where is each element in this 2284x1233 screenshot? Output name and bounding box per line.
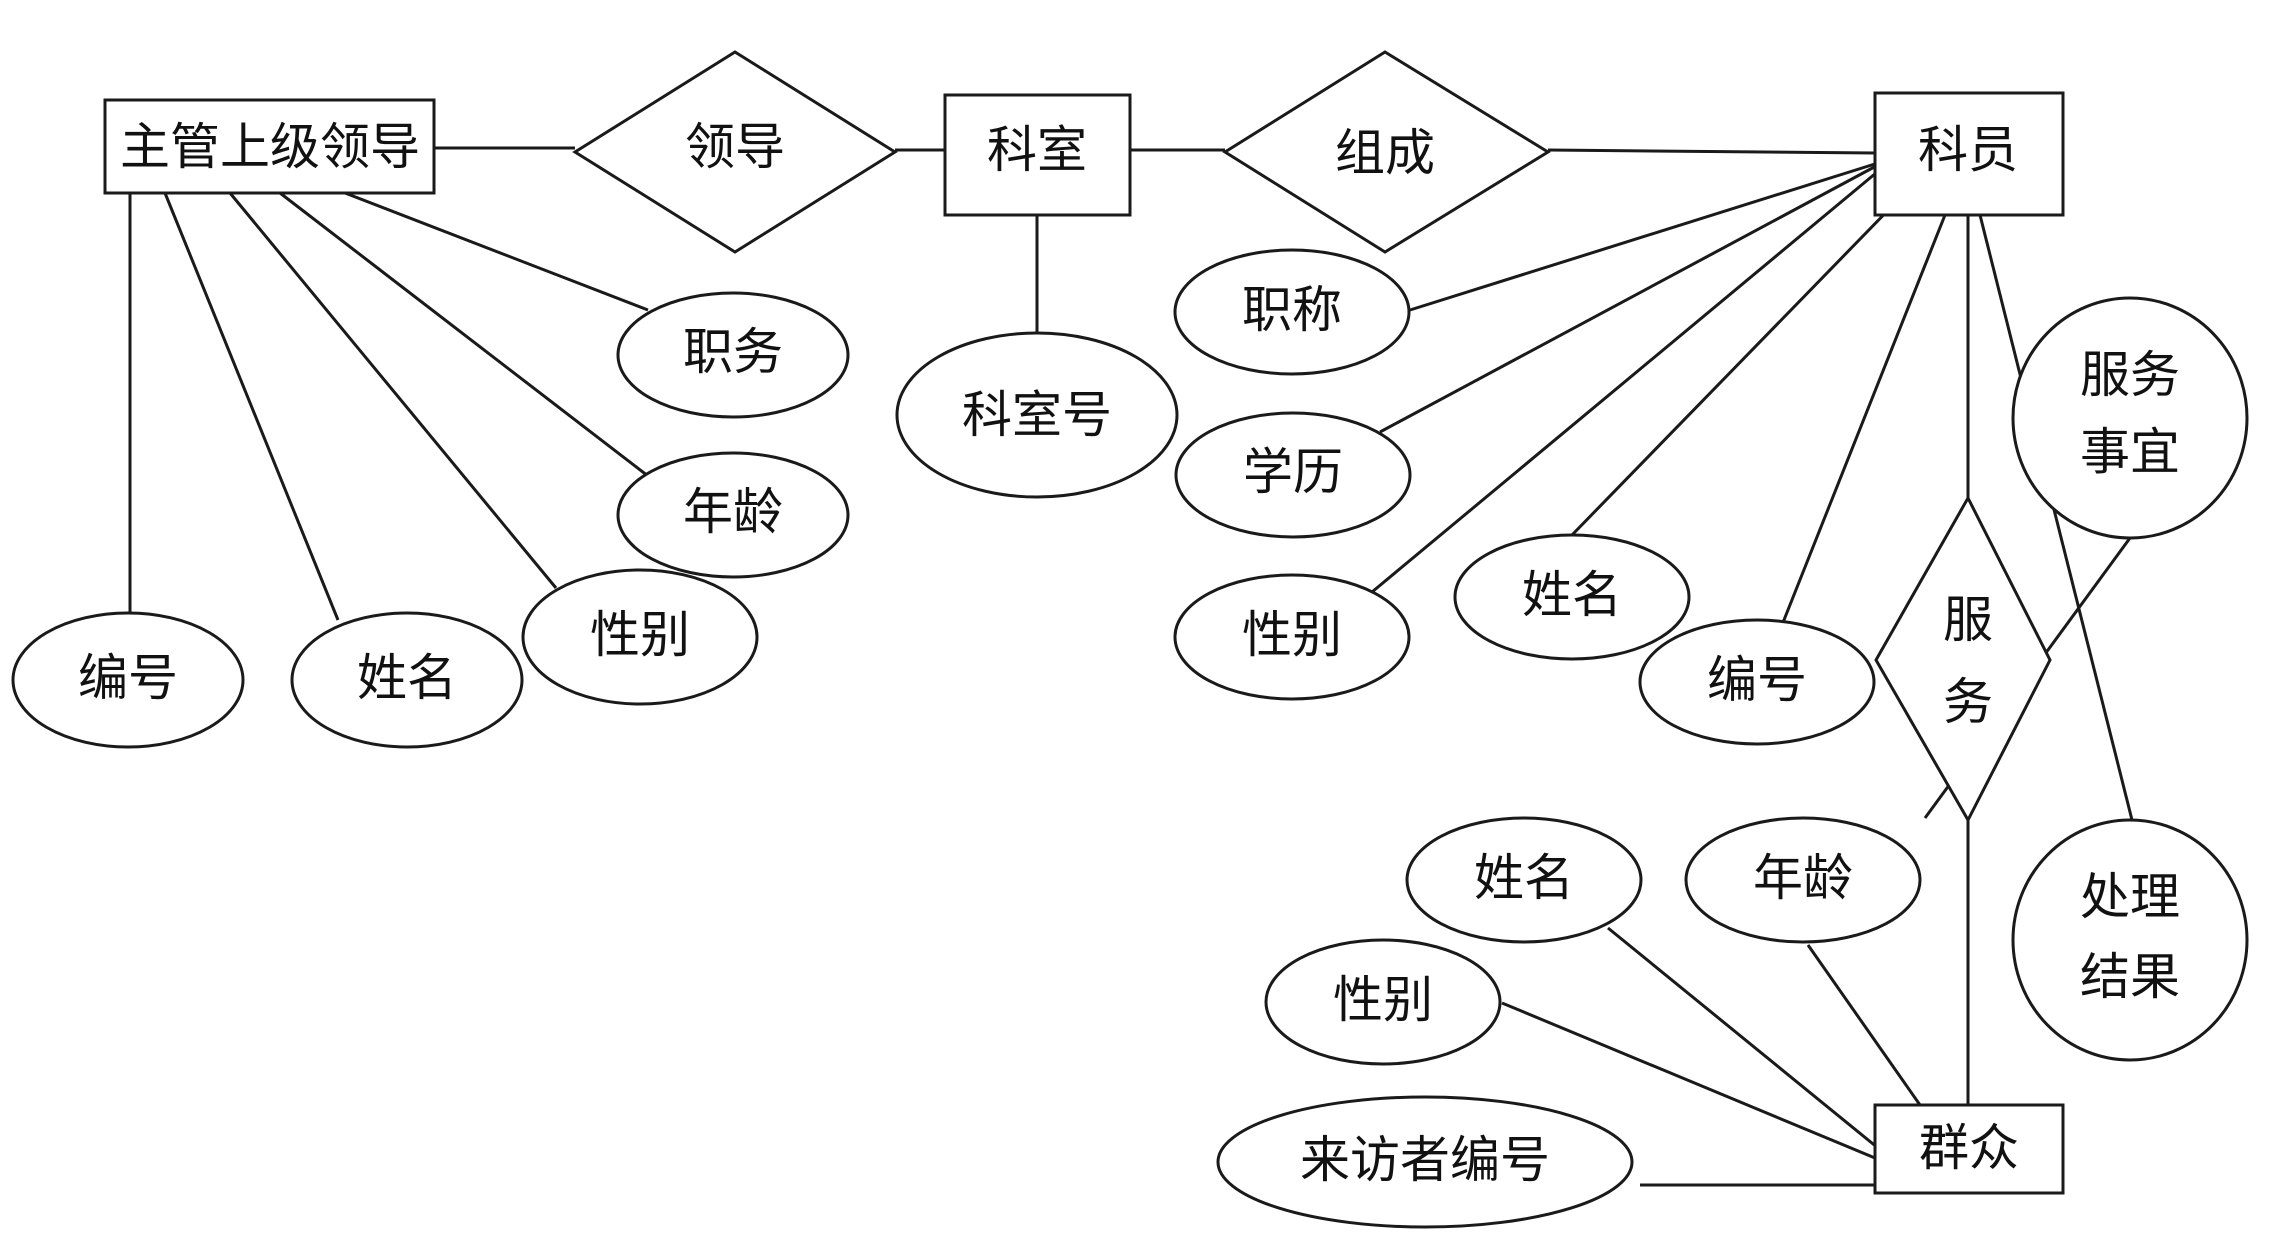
entity-clerk-label: 科员 [1918,121,2018,179]
relationship-lead[interactable]: 领导 [572,50,898,254]
relationship-lead-label: 领导 [685,118,785,176]
edge-public-gender [1501,1001,1876,1160]
attr-public-gender[interactable]: 性别 [1264,938,1502,1066]
entity-supervisor-label: 主管上级领导 [120,118,420,176]
edge-supervisor-name [163,192,340,621]
attr-supervisor-age[interactable]: 年龄 [616,451,850,579]
edge-public-name [1607,926,1879,1150]
edge-clerk-education [1379,163,1879,434]
attr-result[interactable]: 处理 结果 [2011,818,2249,1062]
edge-clerk-name [1570,196,1902,537]
edge-compose-clerk [1547,148,1876,155]
attr-service-matter-label-line2: 事宜 [2080,423,2180,481]
attr-supervisor-name[interactable]: 姓名 [290,611,524,749]
entity-public[interactable]: 群众 [1873,1103,2065,1195]
attr-clerk-name-label: 姓名 [1522,566,1622,624]
attr-supervisor-id-label: 编号 [78,649,178,707]
relationship-serve[interactable]: 服 务 [1874,494,2052,824]
attr-service-matter-label-line1: 服务 [2080,346,2180,404]
edge-clerk-id [1780,214,1947,626]
entity-office-label: 科室 [987,121,1087,179]
relationship-compose-label: 组成 [1335,124,1435,182]
edge-clerk-result [1978,214,2134,821]
attr-public-name-label: 姓名 [1474,849,1574,907]
attr-supervisor-age-label: 年龄 [683,483,783,541]
attr-supervisor-position[interactable]: 职务 [616,291,850,419]
attr-public-age-label: 年龄 [1753,849,1853,907]
relationship-compose[interactable]: 组成 [1222,50,1551,254]
attr-result-label-line1: 处理 [2080,868,2180,926]
attr-office-number-label: 科室号 [962,386,1112,444]
attr-public-age[interactable]: 年龄 [1684,816,1922,944]
attr-clerk-title-label: 职称 [1242,281,1342,339]
attr-clerk-gender[interactable]: 性别 [1173,573,1411,701]
edge-clerk-title [1409,161,1879,312]
attr-clerk-title[interactable]: 职称 [1173,248,1411,376]
attr-clerk-education-label: 学历 [1243,443,1343,501]
attr-supervisor-gender-label: 性别 [590,606,690,664]
attr-clerk-id[interactable]: 编号 [1638,618,1876,746]
edge-clerk-gender [1371,166,1883,594]
attr-supervisor-name-label: 姓名 [357,649,457,707]
attr-visitor-id[interactable]: 来访者编号 [1216,1095,1634,1229]
entity-office[interactable]: 科室 [943,93,1132,217]
attr-clerk-education[interactable]: 学历 [1174,411,1412,539]
attr-service-matter[interactable]: 服务 事宜 [2011,296,2249,540]
attr-result-label-line2: 结果 [2080,948,2180,1006]
relationship-serve-label-line2: 务 [1943,673,1993,731]
attr-public-gender-label: 性别 [1333,971,1433,1029]
attr-public-name[interactable]: 姓名 [1405,816,1643,944]
entity-clerk[interactable]: 科员 [1873,91,2065,217]
attr-clerk-gender-label: 性别 [1242,606,1342,664]
edge-supervisor-position [344,191,649,312]
attr-supervisor-gender[interactable]: 性别 [521,568,759,706]
attr-clerk-name[interactable]: 姓名 [1453,533,1691,661]
attr-clerk-id-label: 编号 [1707,651,1807,709]
relationship-serve-label-line1: 服 [1943,591,1993,649]
attr-supervisor-position-label: 职务 [683,323,783,381]
edge-supervisor-gender [228,192,558,589]
attr-supervisor-id[interactable]: 编号 [11,611,245,749]
edge-public-age [1806,944,1922,1106]
attr-office-number[interactable]: 科室号 [895,331,1179,499]
entity-supervisor[interactable]: 主管上级领导 [103,98,436,195]
entity-public-label: 群众 [1919,1119,2019,1177]
attr-visitor-id-label: 来访者编号 [1300,1131,1550,1189]
edge-supervisor-age [279,191,649,478]
